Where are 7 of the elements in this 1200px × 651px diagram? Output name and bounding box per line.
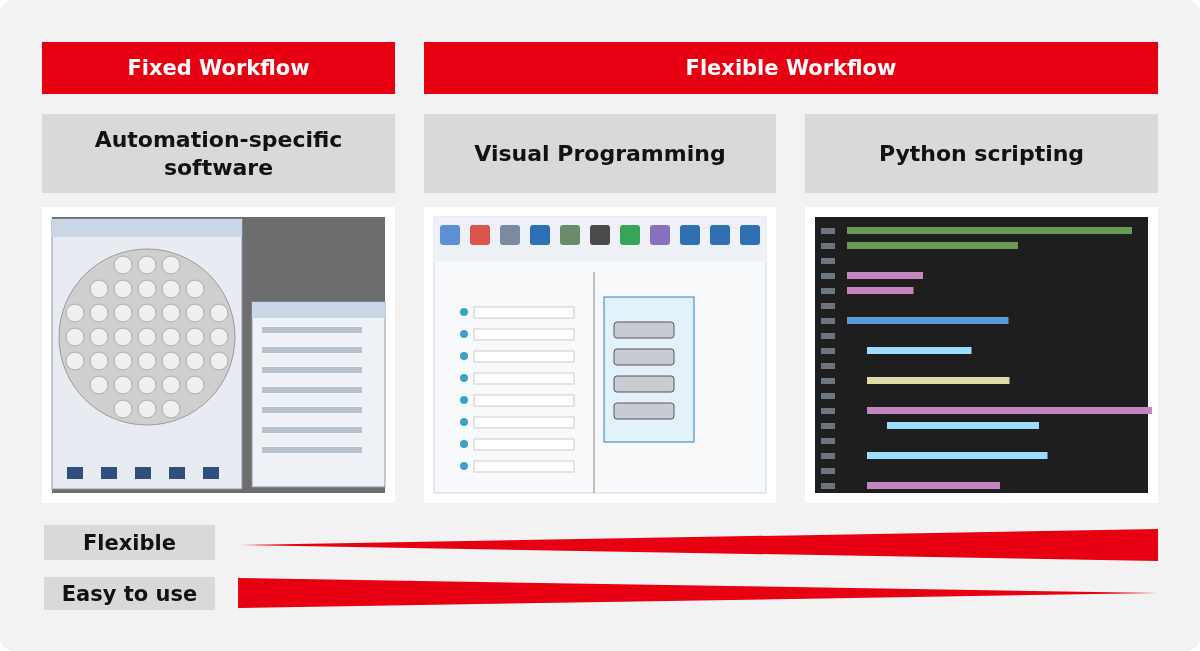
- criterion-box: Easy to use: [44, 577, 215, 610]
- category-box: Visual Programming: [424, 114, 776, 193]
- category-box: Automation-specific software: [42, 114, 395, 193]
- header-band: Flexible Workflow: [424, 42, 1158, 94]
- category-box: Python scripting: [805, 114, 1158, 193]
- header-band: Fixed Workflow: [42, 42, 395, 94]
- criterion-box: Flexible: [44, 525, 215, 560]
